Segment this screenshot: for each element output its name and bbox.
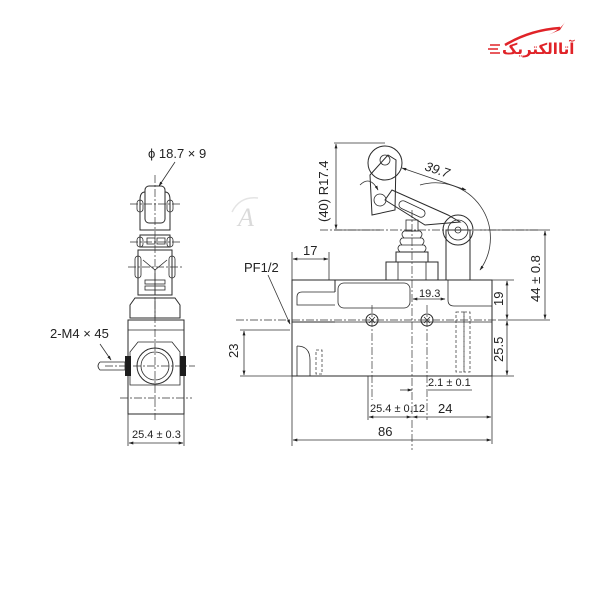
front-view: 17 PF1/2 23 (40) R17.4 39.7 19.3 19 25.5…: [226, 142, 550, 450]
watermark-logo: A: [231, 197, 259, 232]
side-width-dimension: 25.4 ± 0.3: [132, 429, 181, 441]
logo-text: آتاالکتریک: [502, 40, 575, 58]
brand-logo: آتاالکتریک: [488, 22, 575, 58]
dimension-25-5: 25.5: [491, 337, 506, 362]
dimension-2-1: 2.1 ± 0.1: [428, 377, 471, 389]
dimension-44: 44 ± 0.8: [528, 255, 543, 302]
dimension-19: 19: [491, 292, 506, 306]
screw-spec-label: 2-M4 × 45: [50, 326, 109, 341]
radius-dimension: (40) R17.4: [316, 161, 331, 222]
dimension-23: 23: [226, 344, 241, 358]
conduit-label: PF1/2: [244, 260, 279, 275]
side-view: 25.4 ± 0.3 ϕ 18.7 × 9 2-M4 × 45: [50, 146, 206, 446]
dimension-86: 86: [378, 424, 392, 439]
dimension-19-3: 19.3: [419, 288, 440, 300]
dimension-25-4: 25.4 ± 0.12: [370, 403, 425, 415]
dimension-17: 17: [303, 243, 317, 258]
arm-length-dimension: 39.7: [423, 159, 452, 181]
svg-text:A: A: [236, 203, 254, 232]
dimension-24: 24: [438, 401, 452, 416]
roller-size-label: ϕ 18.7 × 9: [148, 146, 206, 161]
